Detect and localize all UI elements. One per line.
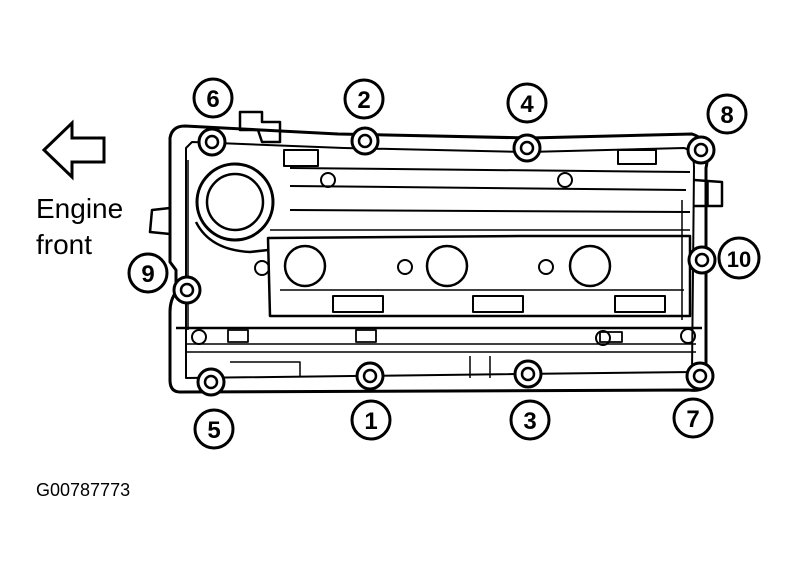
- sequence-callouts: 6 2 4 8 9 10 5 1: [127, 77, 761, 450]
- callout-10: 10: [717, 236, 761, 280]
- bolt-1: [355, 361, 385, 391]
- callout-5: 5: [193, 408, 235, 450]
- callout-3-number: 3: [523, 408, 536, 435]
- engine-front-label-line2: front: [36, 229, 92, 260]
- bolt-3: [513, 359, 543, 389]
- callout-3: 3: [509, 399, 551, 441]
- bolt-6: [197, 127, 227, 157]
- callout-2-number: 2: [357, 87, 370, 114]
- callout-9: 9: [127, 252, 169, 294]
- callout-1-number: 1: [364, 408, 377, 435]
- callout-7-number: 7: [686, 406, 699, 433]
- callout-8: 8: [706, 93, 748, 135]
- bolt-4: [512, 133, 542, 163]
- callout-4-number: 4: [520, 91, 534, 118]
- callout-1: 1: [350, 399, 392, 441]
- bolt-heads: [172, 126, 717, 397]
- engine-front-arrow-icon: [41, 119, 106, 181]
- bolt-7: [685, 361, 715, 391]
- callout-6: 6: [192, 77, 234, 119]
- bolt-5: [196, 367, 226, 397]
- callout-8-number: 8: [720, 102, 733, 129]
- bolt-10: [687, 245, 717, 275]
- valve-cover-body: [148, 110, 724, 394]
- callout-4: 4: [506, 82, 548, 124]
- callout-2: 2: [343, 78, 385, 120]
- callout-9-number: 9: [141, 261, 154, 288]
- callout-5-number: 5: [207, 417, 220, 444]
- bolt-2: [350, 126, 380, 156]
- callout-10-number: 10: [727, 247, 751, 272]
- callout-7: 7: [672, 397, 714, 439]
- bolt-8: [686, 135, 716, 165]
- figure-id: G00787773: [36, 480, 130, 500]
- callout-6-number: 6: [206, 86, 219, 113]
- engine-front-label-line1: Engine: [36, 193, 123, 224]
- bolt-9: [172, 275, 202, 305]
